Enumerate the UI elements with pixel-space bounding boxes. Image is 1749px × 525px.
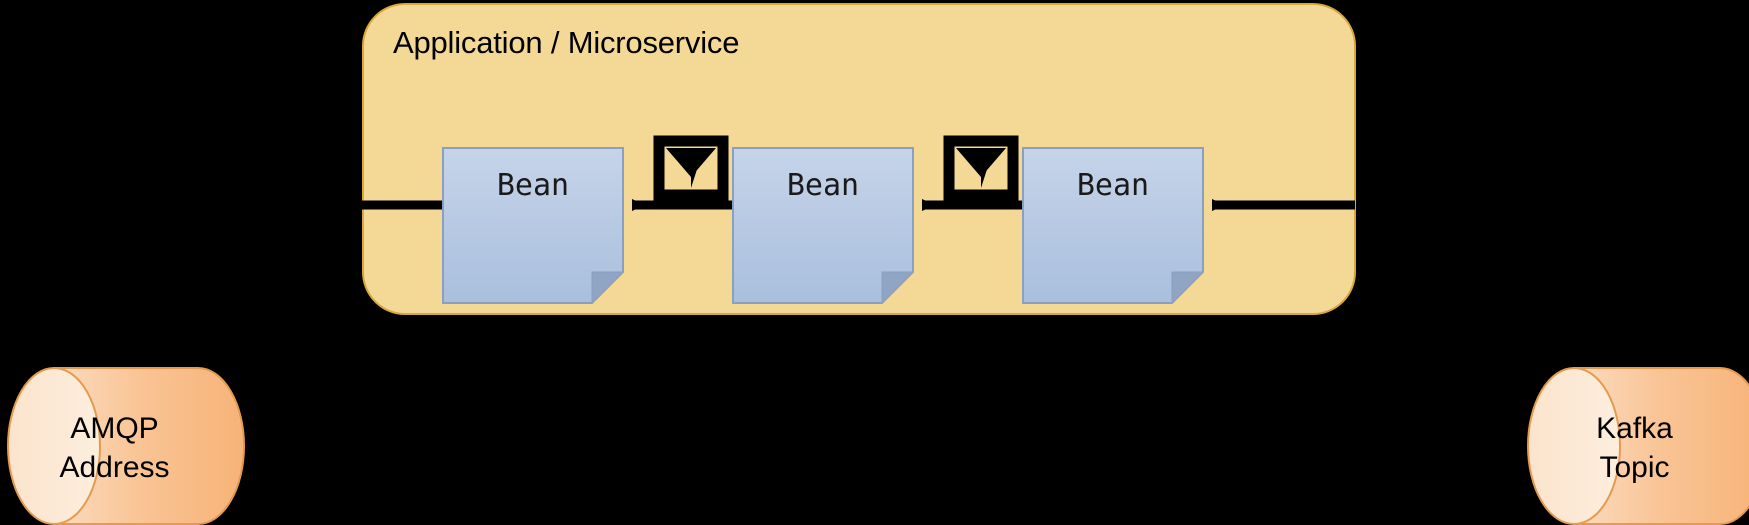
kafka-topic-cylinder-label: Kafka Topic (1596, 412, 1673, 484)
message-envelope-right-icon (943, 135, 1019, 201)
kafka-topic-cylinder-body (1573, 367, 1749, 525)
bean-node-2-label: Bean (786, 168, 860, 203)
bean-node-3-label: Bean (1076, 168, 1150, 203)
kafka-topic-cylinder[interactable] (1527, 367, 1749, 525)
message-envelope-left-icon (653, 135, 729, 201)
bean-node-1[interactable] (442, 147, 625, 305)
bean-node-2-fold-icon (881, 271, 915, 305)
amqp-address-cylinder[interactable] (7, 367, 245, 525)
bean-node-1-label: Bean (496, 168, 570, 203)
amqp-address-cylinder-label: AMQP Address (59, 412, 170, 484)
bean-node-3[interactable] (1022, 147, 1205, 305)
bean-node-3-fold-icon (1171, 271, 1205, 305)
amqp-address-cylinder-body (53, 367, 245, 525)
bean-node-2[interactable] (732, 147, 915, 305)
application-container-title: Application / Microservice (393, 25, 740, 60)
bean-node-1-fold-icon (591, 271, 625, 305)
amqp-address-cylinder-cap (7, 367, 101, 525)
kafka-topic-cylinder-cap (1527, 367, 1621, 525)
